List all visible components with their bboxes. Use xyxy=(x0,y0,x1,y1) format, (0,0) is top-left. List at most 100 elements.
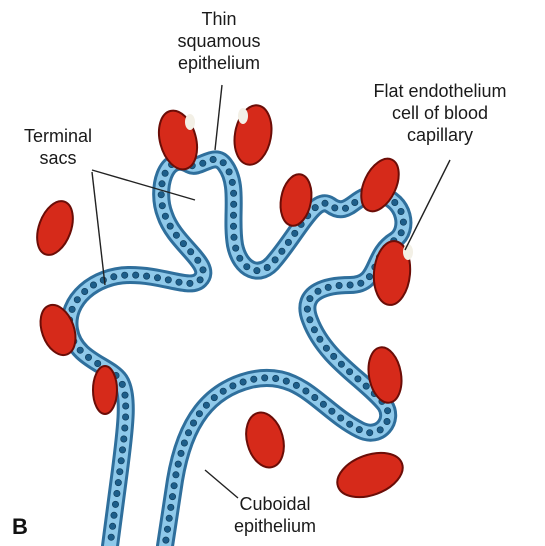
epithelial-nucleus xyxy=(211,394,217,400)
epithelial-nucleus xyxy=(231,234,237,240)
epithelial-nucleus xyxy=(240,379,246,385)
epithelial-nucleus xyxy=(69,306,75,312)
epithelial-nucleus xyxy=(292,230,298,236)
epithelial-nucleus xyxy=(254,267,260,273)
epithelial-nucleus xyxy=(237,255,243,261)
epithelial-nucleus xyxy=(251,376,257,382)
epithelial-nucleus xyxy=(231,201,237,207)
epithelial-nucleus xyxy=(311,327,317,333)
epithelial-nucleus xyxy=(111,512,117,518)
epithelial-nucleus xyxy=(143,273,149,279)
capillary-cell xyxy=(331,445,409,506)
epithelial-nucleus xyxy=(366,273,372,279)
epithelial-nucleus xyxy=(159,203,165,209)
epithelial-nucleus xyxy=(283,378,289,384)
epithelial-nucleus xyxy=(307,295,313,301)
epithelial-nucleus xyxy=(315,288,321,294)
epithelial-nucleus xyxy=(122,414,128,420)
epithelial-nucleus xyxy=(187,280,193,286)
label-line: cell of blood xyxy=(340,102,540,124)
epithelial-nucleus xyxy=(195,257,201,263)
epithelial-nucleus xyxy=(347,282,353,288)
epithelial-nucleus xyxy=(384,418,390,424)
epithelial-nucleus xyxy=(303,388,309,394)
epithelial-nucleus xyxy=(164,526,170,532)
epithelial-nucleus xyxy=(119,447,125,453)
epithelial-nucleus xyxy=(285,239,291,245)
epithelial-nucleus xyxy=(279,248,285,254)
label-line: sacs xyxy=(8,147,108,169)
epithelial-nucleus xyxy=(325,284,331,290)
epithelial-nucleus xyxy=(322,200,328,206)
epithelial-nucleus xyxy=(158,192,164,198)
epithelial-nucleus xyxy=(121,436,127,442)
capillary-cell xyxy=(240,408,289,471)
epithelial-nucleus xyxy=(171,483,177,489)
epithelial-nucleus xyxy=(210,156,216,162)
epithelial-nucleus xyxy=(355,376,361,382)
epithelial-nucleus xyxy=(100,277,106,283)
epithelial-nucleus xyxy=(244,264,250,270)
leader-terminal-a xyxy=(92,170,195,200)
epithelial-nucleus xyxy=(178,450,184,456)
label-line: Flat endothelium xyxy=(340,80,540,102)
epithelial-nucleus xyxy=(358,280,364,286)
epithelial-nucleus xyxy=(332,205,338,211)
panel-letter: B xyxy=(12,514,28,540)
epithelial-nucleus xyxy=(338,415,344,421)
epithelial-nucleus xyxy=(196,411,202,417)
leader-squamous xyxy=(215,85,222,150)
epithelial-nucleus xyxy=(167,223,173,229)
epithelial-nucleus xyxy=(180,240,186,246)
epithelial-nucleus xyxy=(398,230,404,236)
epithelial-nucleus xyxy=(173,472,179,478)
epithelial-nucleus xyxy=(356,426,362,432)
epithelial-nucleus xyxy=(181,440,187,446)
epithelial-nucleus xyxy=(320,401,326,407)
leader-terminal-b xyxy=(92,172,105,285)
epithelial-nucleus xyxy=(262,375,268,381)
epithelial-nucleus xyxy=(338,361,344,367)
epithelial-nucleus xyxy=(168,504,174,510)
epithelial-nucleus xyxy=(342,205,348,211)
epithelial-nucleus xyxy=(133,272,139,278)
epithelial-nucleus xyxy=(185,430,191,436)
epithelial-nucleus xyxy=(123,403,129,409)
epithelial-nucleus xyxy=(197,277,203,283)
epithelial-nucleus xyxy=(230,383,236,389)
epithelial-nucleus xyxy=(226,169,232,175)
epithelial-nucleus xyxy=(122,392,128,398)
epithelial-nucleus xyxy=(154,275,160,281)
label-line: Terminal xyxy=(8,125,108,147)
endothelial-cell xyxy=(185,114,195,130)
epithelial-nucleus xyxy=(323,345,329,351)
epithelial-nucleus xyxy=(336,282,342,288)
epithelial-nucleus xyxy=(377,427,383,433)
epithelial-nucleus xyxy=(304,306,310,312)
leader-endothelium xyxy=(405,160,450,250)
epithelial-nucleus xyxy=(398,208,404,214)
epithelial-nucleus xyxy=(230,190,236,196)
epithelial-nucleus xyxy=(114,490,120,496)
epithelial-nucleus xyxy=(117,469,123,475)
label-squamous-epithelium: Thin squamous epithelium xyxy=(160,8,278,74)
epithelial-nucleus xyxy=(264,264,270,270)
epithelial-nucleus xyxy=(122,272,128,278)
epithelial-nucleus xyxy=(173,232,179,238)
epithelial-nucleus xyxy=(230,223,236,229)
epithelial-nucleus xyxy=(77,347,83,353)
epithelial-nucleus xyxy=(203,402,209,408)
epithelial-nucleus xyxy=(163,537,169,543)
epithelial-nucleus xyxy=(176,279,182,285)
epithelial-nucleus xyxy=(109,523,115,529)
capillary-cell xyxy=(30,196,79,260)
label-line: Thin xyxy=(160,8,278,30)
epithelial-nucleus xyxy=(85,354,91,360)
epithelial-nucleus xyxy=(82,288,88,294)
epithelial-nucleus xyxy=(220,160,226,166)
epithelial-nucleus xyxy=(200,160,206,166)
label-line: capillary xyxy=(340,124,540,146)
epithelial-nucleus xyxy=(233,245,239,251)
epithelial-nucleus xyxy=(122,425,128,431)
